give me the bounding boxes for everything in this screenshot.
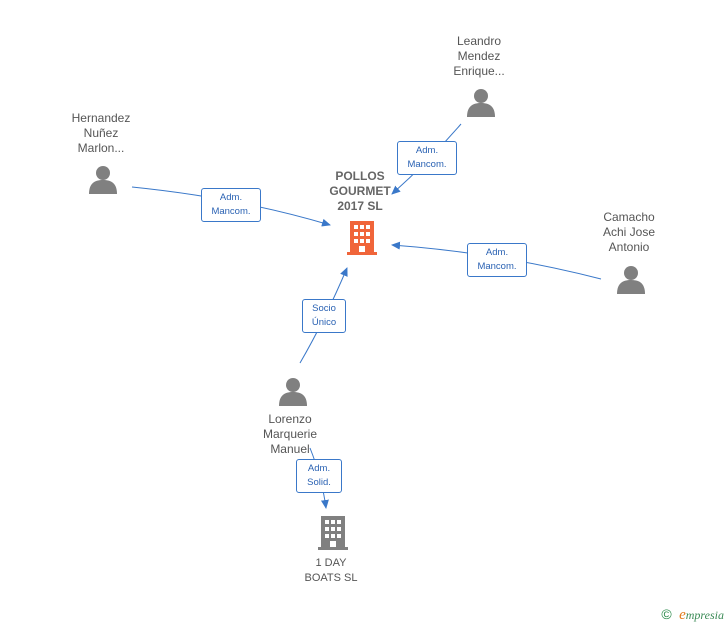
label-line: Marquerie: [262, 427, 318, 441]
brand-initial: e: [679, 607, 686, 623]
edge-label-leandro-pollos[interactable]: Adm. Mancom.: [397, 141, 457, 175]
person-label-hernandez[interactable]: Hernandez Nuñez Marlon...: [51, 111, 151, 156]
label-line: Leandro: [456, 34, 502, 48]
label-line: Camacho: [603, 210, 655, 224]
brand-rest: mpresia: [685, 608, 724, 622]
label-line: Antonio: [608, 240, 650, 254]
label-line: 2017 SL: [337, 199, 383, 213]
label-line: Marlon...: [77, 141, 125, 155]
edge-label-camacho-pollos[interactable]: Adm. Mancom.: [467, 243, 527, 277]
company-label-boats[interactable]: 1 DAY BOATS SL: [281, 556, 381, 586]
person-icon[interactable]: [617, 266, 645, 294]
copyright-symbol: ©: [661, 606, 672, 622]
building-icon[interactable]: [347, 221, 377, 255]
person-icon[interactable]: [467, 89, 495, 117]
person-label-camacho[interactable]: Camacho Achi Jose Antonio: [579, 210, 679, 255]
edge-label-line: Mancom.: [211, 206, 251, 217]
edge-label-line: Adm.: [415, 145, 439, 156]
edge-label-line: Socio: [312, 303, 336, 314]
edge-label-line: Adm.: [485, 247, 509, 258]
person-label-lorenzo[interactable]: Lorenzo Marquerie Manuel: [240, 412, 340, 457]
label-line: Enrique...: [453, 64, 505, 78]
person-icon[interactable]: [89, 166, 117, 194]
edge-label-lorenzo-pollos[interactable]: Socio Único: [302, 299, 346, 333]
brand-watermark: © empresia: [661, 606, 724, 624]
brand-logo: empresia: [679, 607, 724, 623]
building-icon[interactable]: [318, 516, 348, 550]
label-line: BOATS SL: [304, 572, 358, 584]
label-line: Lorenzo: [268, 412, 312, 426]
label-line: GOURMET: [329, 184, 391, 198]
edge-label-line: Único: [311, 317, 337, 328]
label-line: POLLOS: [335, 169, 385, 183]
label-line: 1 DAY: [315, 557, 347, 569]
edge-label-line: Solid.: [307, 477, 331, 488]
edge-label-hernandez-pollos[interactable]: Adm. Mancom.: [201, 188, 261, 222]
edge-label-line: Adm.: [219, 192, 243, 203]
edge-label-line: Mancom.: [407, 159, 447, 170]
person-label-leandro[interactable]: Leandro Mendez Enrique...: [429, 34, 529, 79]
edge-label-line: Mancom.: [477, 261, 517, 272]
label-line: Hernandez: [71, 111, 131, 125]
edge-label-lorenzo-boats[interactable]: Adm. Solid.: [296, 459, 342, 493]
person-icon[interactable]: [279, 378, 307, 406]
label-line: Mendez: [457, 49, 501, 63]
label-line: Achi Jose: [602, 225, 656, 239]
company-label-pollos[interactable]: POLLOS GOURMET 2017 SL: [310, 169, 410, 214]
edge-label-line: Adm.: [307, 463, 331, 474]
label-line: Manuel: [270, 442, 310, 456]
label-line: Nuñez: [83, 126, 119, 140]
